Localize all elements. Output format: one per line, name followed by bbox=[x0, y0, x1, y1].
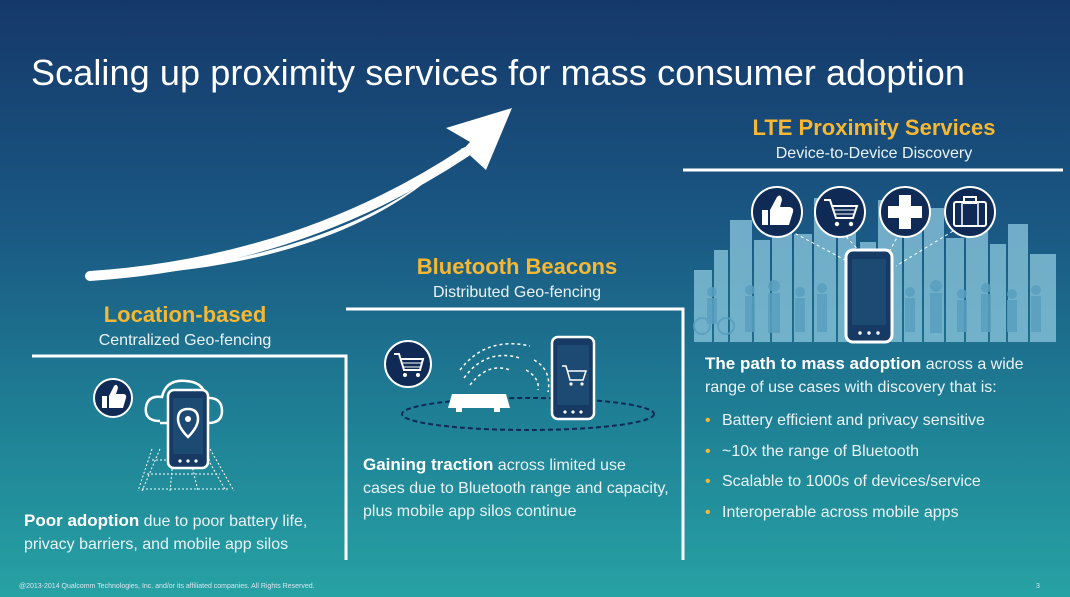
lte-illustration bbox=[693, 186, 1056, 344]
range-ellipse bbox=[401, 397, 655, 431]
lte-description: The path to mass adoption across a wide … bbox=[705, 352, 1060, 399]
phone-location-icon bbox=[166, 388, 210, 470]
briefcase-icon bbox=[944, 186, 996, 238]
bullet-item: Interoperable across mobile apps bbox=[705, 504, 985, 535]
location-text: due to poor battery life, privacy barrie… bbox=[24, 513, 308, 553]
lte-subheading: Device-to-Device Discovery bbox=[775, 145, 973, 162]
step-line bbox=[32, 354, 348, 560]
bullet-item: Battery efficient and privacy sensitive bbox=[705, 412, 985, 443]
bluetooth-illustration bbox=[384, 335, 655, 431]
bluetooth-heading: Bluetooth Beacons bbox=[416, 254, 618, 279]
shopping-cart-icon bbox=[814, 186, 866, 238]
bluetooth-description: Gaining traction across limited use case… bbox=[363, 453, 671, 523]
location-heading: Location-based bbox=[103, 302, 267, 327]
page-number: 3 bbox=[1036, 583, 1040, 590]
slide-title: Scaling up proximity services for mass c… bbox=[31, 52, 965, 93]
bullet-item: ~10x the range of Bluetooth bbox=[705, 443, 985, 474]
medical-cross-icon bbox=[879, 186, 931, 238]
step-line bbox=[346, 307, 685, 560]
location-illustration bbox=[93, 378, 235, 492]
lte-bold: The path to mass adoption bbox=[705, 354, 922, 373]
shopping-cart-icon bbox=[384, 340, 432, 388]
signal-waves bbox=[459, 343, 550, 393]
growth-arrow bbox=[85, 108, 512, 281]
like-icon bbox=[93, 378, 133, 418]
location-subheading: Centralized Geo-fencing bbox=[98, 332, 272, 349]
lte-heading: LTE Proximity Services bbox=[752, 115, 996, 140]
lte-text: across a wide range of use cases with di… bbox=[705, 356, 1024, 396]
copyright-footer: @2013-2014 Qualcomm Technologies, Inc. a… bbox=[19, 583, 315, 590]
phone-cart-icon bbox=[550, 335, 596, 421]
bluetooth-subheading: Distributed Geo-fencing bbox=[432, 284, 602, 301]
lte-bullet-list: Battery efficient and privacy sensitive … bbox=[705, 412, 985, 534]
cloud-icon bbox=[144, 379, 224, 425]
crowd bbox=[693, 280, 1041, 335]
location-bold: Poor adoption bbox=[24, 511, 140, 530]
bluetooth-bold: Gaining traction bbox=[363, 455, 494, 474]
bluetooth-text: across limited use cases due to Bluetoot… bbox=[363, 457, 669, 520]
phone-icon bbox=[844, 248, 894, 344]
location-description: Poor adoption due to poor battery life, … bbox=[24, 509, 324, 556]
bullet-item: Scalable to 1000s of devices/service bbox=[705, 473, 985, 504]
like-icon bbox=[751, 186, 803, 238]
beacon-icon bbox=[448, 394, 510, 412]
